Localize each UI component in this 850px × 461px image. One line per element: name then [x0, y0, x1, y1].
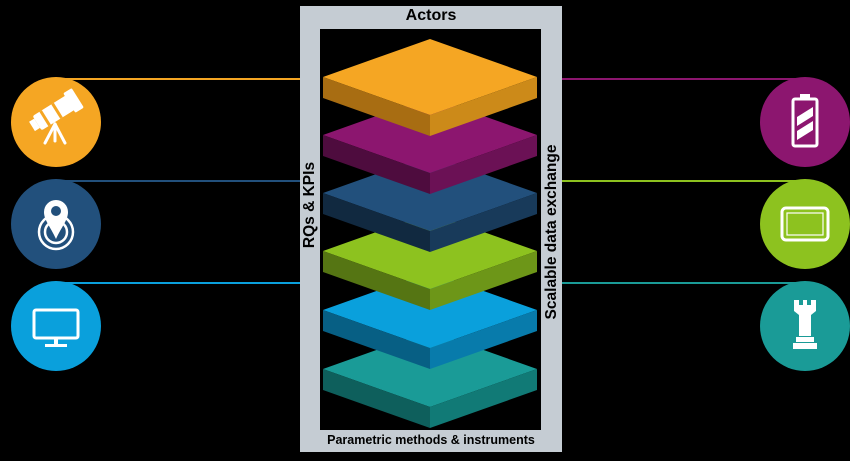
rqs-kpis-label: RQs & KPIs — [301, 161, 318, 249]
chess-rook-icon — [793, 300, 817, 349]
actors-label: Actors — [405, 7, 457, 24]
left-icons — [11, 77, 101, 371]
scalable-data-exchange-label: Scalable data exchange — [543, 144, 560, 320]
parametric-methods-label: Parametric methods & instruments — [327, 433, 535, 447]
right-icons — [760, 77, 850, 371]
connector-lines — [56, 78, 805, 284]
left-circle-3 — [11, 281, 101, 371]
right-circle-2 — [760, 179, 850, 269]
left-circle-1 — [11, 77, 101, 167]
telescope-icon — [29, 88, 84, 145]
location-pin-icon — [37, 200, 75, 251]
layer-1 — [323, 39, 537, 136]
right-circle-1 — [760, 77, 850, 167]
battery-icon — [791, 94, 819, 148]
layer-stack — [323, 39, 537, 428]
monitor-icon — [32, 308, 80, 347]
tablet-icon — [780, 206, 830, 242]
